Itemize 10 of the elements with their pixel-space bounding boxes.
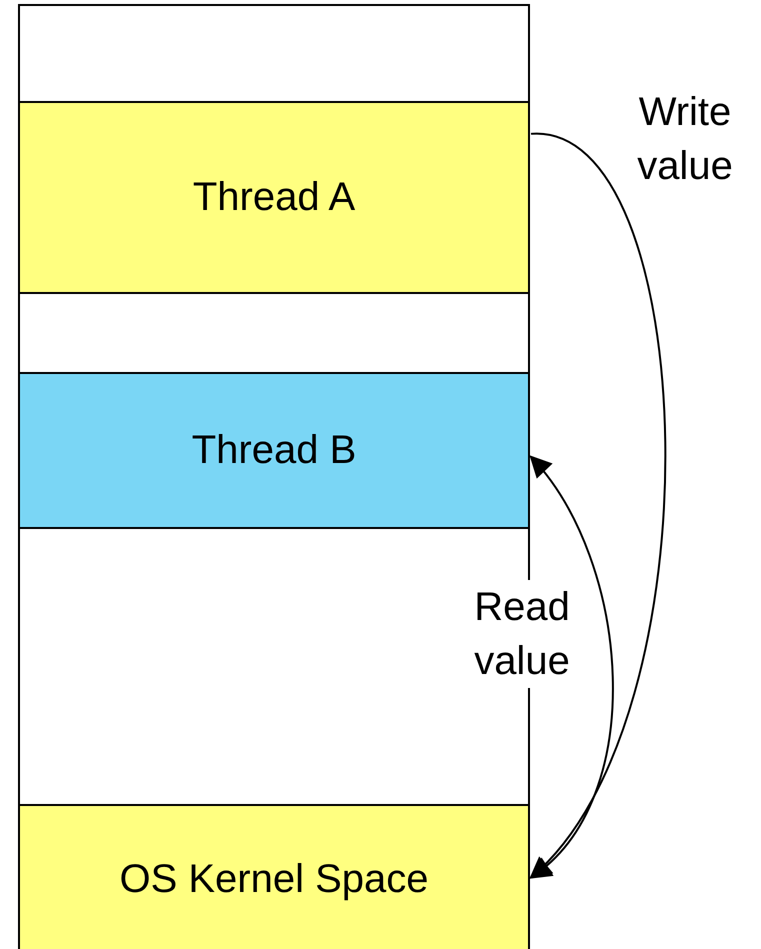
band-label: Thread A (192, 175, 356, 220)
band-label: Thread B (192, 428, 356, 473)
memory-band (18, 4, 530, 103)
curved-arrow (530, 132, 666, 880)
memory-band (18, 804, 530, 949)
memory-band (18, 372, 530, 529)
memory-band (18, 101, 530, 294)
curved-arrow (529, 455, 614, 879)
band-label: OS Kernel Space (119, 856, 429, 902)
memory-band (18, 292, 530, 374)
